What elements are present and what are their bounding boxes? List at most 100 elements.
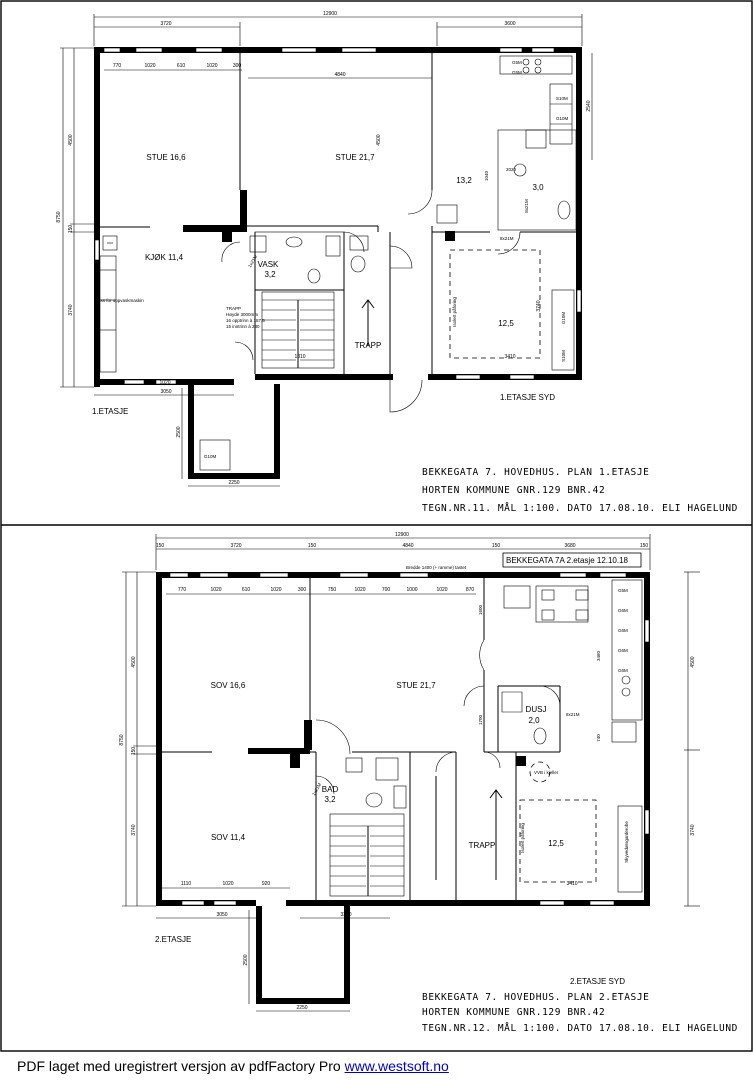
plan1-labels: STUE 16,6 STUE 21,7 13,2 KJØK 11,4 VASK …: [145, 153, 544, 350]
westsoft-link[interactable]: www.westsoft.no: [344, 1058, 449, 1074]
plan2-room-dusj: DUSJ: [526, 705, 547, 714]
plan2-entry: 2500 2250: [243, 906, 350, 1012]
plan2-title-line-2: HORTEN KOMMUNE GNR.129 BNR.42: [422, 1007, 605, 1018]
plan2-room-trapp: TRAPP: [469, 841, 496, 850]
plan2-note-1600: 1600: [478, 604, 483, 615]
plan2-dim-r-3740: 3740: [690, 824, 696, 835]
plan1-note-s10m: S10M: [561, 350, 566, 362]
plan2-note-vvb: VVB i kjeller: [534, 770, 559, 775]
plan1-win-dim-4: 1020: [206, 63, 217, 69]
plan1-note-g5m: G5M: [512, 60, 522, 65]
plan2-dim-l-150: 150: [131, 747, 137, 756]
plan2-dim-l-3740: 3740: [131, 824, 137, 835]
plan1-title-line-1: BEKKEGATA 7. HOVEDHUS. PLAN 1.ETASJE: [422, 467, 650, 478]
plan2-win-4: 300: [298, 587, 307, 593]
plan1-dim-right: 3600: [504, 21, 515, 27]
plan-2: 12900 150 3720 150 4840 150 3680 150 770…: [119, 532, 738, 1034]
plan2-room-12-5: 12,5: [548, 839, 564, 848]
plan2-walls: [156, 572, 650, 906]
plan1-dim-b-1020: 1020: [159, 380, 170, 386]
plan1-dim-4500: 4500: [68, 134, 74, 145]
plan2-dim-total: 12900: [395, 532, 409, 538]
plan1-note-1x21m: 1x21M: [247, 254, 258, 268]
plan1-note-8x21m: 8x21M: [524, 199, 529, 213]
plan2-win-6: 1020: [354, 587, 365, 593]
plan2-note-3460: 3460: [596, 650, 601, 661]
sheet-border: [0, 0, 753, 1052]
plan1-interior: [99, 53, 577, 413]
plan1-win-dim-5: 300: [233, 63, 242, 69]
plan2-dims-left: 8750 4500 150 3740 4500 3740: [119, 571, 700, 907]
plan2-title-line-1: BEKKEGATA 7. HOVEDHUS. PLAN 2.ETASJE: [422, 992, 650, 1003]
plan2-room-bad-area: 3,2: [324, 795, 336, 804]
plan1-entry-g10m: G10M: [204, 454, 217, 459]
plan1-dim-b-3410: 3410: [504, 354, 515, 360]
plan1-note-2020: 2020: [506, 167, 517, 172]
plan2-dims-bottom: 1110 1020 920 3050 3410 3340: [156, 881, 578, 919]
plan1-dim-total: 12900: [323, 11, 337, 17]
plan-1: 12900 3720 3600 770 1020 610 1020 300 48…: [56, 11, 738, 514]
plan1-dims-bottom: 1110 1020 920 3050 3410 1810 3740 2540 4…: [94, 53, 593, 396]
plan2-win-10: 870: [466, 587, 475, 593]
plan1-trapp-note-3: 15 inntrinn à 230: [226, 324, 260, 329]
plan2-win-1: 1020: [210, 587, 221, 593]
plan2-room-bad: BAD: [322, 785, 339, 794]
plan1-dim-left: 3720: [160, 21, 171, 27]
plan1-trapp-note-1: Høyde 3000mm: [226, 312, 258, 317]
plan1-note-g5m-b: G5M: [512, 70, 522, 75]
plan2-dim-t-6: 150: [640, 543, 649, 549]
plan1-dim-b-920: 920: [202, 380, 211, 386]
plan2-dim-t-3: 4840: [402, 543, 413, 549]
plan1-room-stue-b: STUE 21,7: [335, 153, 375, 162]
plan1-note-s10m-b: S10M: [556, 96, 568, 101]
plan1-dim-b-3050: 3050: [160, 389, 171, 395]
plan1-trapp-note-0: TRAPP: [226, 306, 241, 311]
plan1-dim-trapp-3740: 3740: [536, 300, 542, 311]
plan2-notes: Isolert påforing Skyvedørsgarderobe VVB …: [311, 588, 629, 863]
plan1-note-g10m: G10M: [561, 312, 566, 325]
plan2-note-gm-0: G5M: [618, 588, 628, 593]
plan2-dim-t-2: 150: [308, 543, 317, 549]
plan1-stair: [261, 291, 335, 369]
plan1-room-13-2: 13,2: [456, 176, 472, 185]
plan2-dim-2500: 2500: [243, 954, 249, 965]
plan2-win-8: 1000: [406, 587, 417, 593]
plan2-room-dusj-area: 2,0: [528, 716, 540, 725]
plan1-win-dim-3: 610: [177, 63, 186, 69]
plan2-dims-top: 12900 150 3720 150 4840 150 3680 150 770…: [155, 532, 651, 595]
floor-plan-sheet: 12900 3720 3600 770 1020 610 1020 300 48…: [0, 0, 753, 1052]
plan2-title-block: BEKKEGATA 7. HOVEDHUS. PLAN 2.ETASJE HOR…: [422, 992, 738, 1034]
plan1-room-trapp: TRAPP: [355, 341, 382, 350]
plan1-note-8x21: 8x21M: [500, 236, 514, 241]
plan1-room-kjok: KJØK 11,4: [145, 253, 184, 262]
plan1-room-vask: VASK: [258, 260, 279, 269]
plan2-win-0: 770: [178, 587, 187, 593]
plan2-dim-t-4: 150: [492, 543, 501, 549]
plan1-dim-4500-inner: 4500: [376, 134, 382, 145]
plan2-labels: SOV 16,6 STUE 21,7 SOV 11,4 BAD 3,2 DUSJ…: [211, 681, 565, 850]
plan1-note-kitchen: Plass for oppvaskmaskin: [94, 298, 144, 303]
plan1-title-block: BEKKEGATA 7. HOVEDHUS. PLAN 1.ETASJE HOR…: [422, 467, 738, 514]
plan1-note-1040: 1040: [484, 170, 489, 181]
plan2-top-note: Bredde 1400 (+ ramme) tastet: [406, 565, 467, 570]
plan2-note-gm-3: G6M: [618, 648, 628, 653]
plan2-title-line-3: TEGN.NR.12. MÅL 1:100. DATO 17.08.10. EL…: [422, 1022, 738, 1034]
plan2-dim-r-4500: 4500: [690, 656, 696, 667]
plan2-note-1x21m: 1x21M: [311, 782, 322, 796]
plan2-room-stue: STUE 21,7: [396, 681, 436, 690]
plan1-title-line-3: TEGN.NR.11. MÅL 1:100. DATO 17.08.10. EL…: [422, 502, 738, 514]
plan1-dim-2500: 2500: [176, 426, 182, 437]
plan1-label-right: 1.ETASJE SYD: [500, 393, 555, 402]
plan1-dim-3740: 3740: [68, 304, 74, 315]
plan2-dim-2250: 2250: [296, 1005, 307, 1011]
plan2-room-sov-a: SOV 16,6: [211, 681, 246, 690]
plan2-note-8x21m: 8x21M: [566, 712, 580, 717]
plan1-note-g10m-b: G10M: [556, 116, 569, 121]
plan2-note-gm-2: G6M: [618, 628, 628, 633]
plan2-dim-l-4500: 4500: [131, 656, 137, 667]
plan2-win-2: 610: [242, 587, 251, 593]
plan2-stair: [329, 813, 405, 897]
plan1-room-3-0: 3,0: [532, 183, 544, 192]
plan1-trapp-note-2: 16 opptrinn à 187,5: [226, 318, 265, 323]
plan2-note-isolert: Isolert påforing: [519, 823, 525, 853]
